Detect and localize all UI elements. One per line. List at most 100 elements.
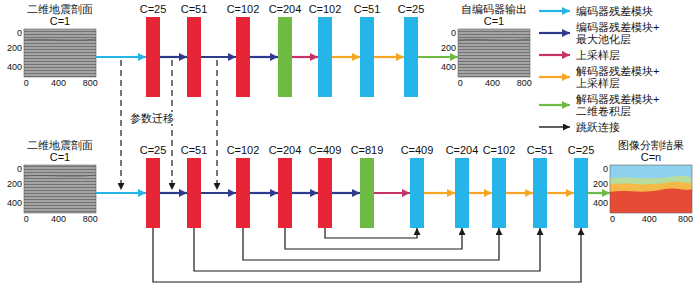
axis-tick: 800 xyxy=(83,214,98,224)
segmentation-result xyxy=(610,165,692,213)
channel-count: C=409 xyxy=(401,144,434,156)
seismic-section xyxy=(24,165,96,213)
panel-title: 自编码器输出 xyxy=(461,3,527,15)
panel-title: 图像分割结果 xyxy=(618,139,684,151)
flow-arrow xyxy=(332,192,360,194)
skip-connection xyxy=(285,228,462,249)
feature-block: C=409 xyxy=(410,158,424,228)
channel-count: C=819 xyxy=(351,144,384,156)
image-frame xyxy=(610,165,692,213)
channel-count: C=102 xyxy=(483,144,516,156)
channel-count: C=1 xyxy=(484,15,505,27)
flow-arrow xyxy=(292,192,318,194)
panel-title: 二维地震剖面 xyxy=(27,3,93,15)
legend-arrow xyxy=(538,121,572,133)
legend-arrow-line xyxy=(539,104,570,106)
legend-text: 跳跃连接 xyxy=(576,121,620,133)
feature-block: C=204 xyxy=(455,158,469,228)
flow-arrow xyxy=(418,56,458,58)
channel-count: C=204 xyxy=(446,144,479,156)
channel-count: C=1 xyxy=(50,15,71,27)
channel-count: C=102 xyxy=(227,3,260,15)
feature-block: C=409 xyxy=(318,158,332,228)
axis-tick: 0 xyxy=(451,28,456,38)
axis-tick: 400 xyxy=(485,78,500,88)
axis-tick: 0 xyxy=(24,214,29,224)
channel-count: C=25 xyxy=(398,3,425,15)
axis-tick: 200 xyxy=(7,43,22,53)
axis-tick: 400 xyxy=(642,214,657,224)
seismic-image xyxy=(24,29,96,77)
layer-band xyxy=(610,189,692,213)
axis-tick: 200 xyxy=(593,179,608,189)
axis-tick: 400 xyxy=(51,78,66,88)
channel-count: C=102 xyxy=(227,144,260,156)
feature-block: C=25 xyxy=(146,17,160,97)
axis-tick: 400 xyxy=(7,62,22,72)
legend-text: 解码器残差模块+ 二维卷积层 xyxy=(576,93,696,117)
channel-count: C=51 xyxy=(181,144,208,156)
transfer-note: 参数迁移 xyxy=(128,112,176,124)
flow-arrow xyxy=(250,56,278,58)
feature-block: C=25 xyxy=(404,17,418,97)
feature-block: C=51 xyxy=(187,158,201,228)
image-panel: 图像分割结果C=n xyxy=(610,139,692,213)
legend-arrow-line xyxy=(539,32,570,34)
axis-tick: 0 xyxy=(24,78,29,88)
seismic-reflector xyxy=(458,39,530,40)
legend-text: 编码器残差模块+ 最大池化层 xyxy=(576,21,696,45)
feature-block: C=25 xyxy=(146,158,160,228)
layer-band xyxy=(610,165,692,213)
parameter-transfer-lines xyxy=(121,60,217,190)
flow-arrow xyxy=(292,56,318,58)
skip-connection xyxy=(153,228,581,282)
skip-connection xyxy=(243,228,499,260)
axis-tick: 800 xyxy=(678,214,693,224)
channel-count: C=n xyxy=(641,151,662,163)
image-panel: 自编码器输出C=1 xyxy=(458,3,530,77)
feature-block: C=204 xyxy=(278,158,292,228)
legend-text: 编码器残差模块 xyxy=(576,5,653,17)
seismic-reflector xyxy=(24,175,96,176)
feature-block: C=819 xyxy=(360,158,374,228)
feature-block: C=204 xyxy=(278,17,292,97)
channel-count: C=51 xyxy=(527,144,554,156)
autoencoder-output xyxy=(458,29,530,77)
axis-tick: 400 xyxy=(441,62,456,72)
axis-tick: 0 xyxy=(17,164,22,174)
flow-arrow xyxy=(160,192,187,194)
legend-arrow xyxy=(538,5,572,17)
flow-arrow xyxy=(374,56,404,58)
axis-tick: 800 xyxy=(517,78,532,88)
channel-count: C=102 xyxy=(309,3,342,15)
image-panel: 二维地震剖面C=1 xyxy=(24,139,96,213)
seismic-reflector xyxy=(24,39,96,40)
axis-tick: 400 xyxy=(593,198,608,208)
feature-block: C=102 xyxy=(236,158,250,228)
skip-connection xyxy=(194,228,540,271)
legend-arrow xyxy=(538,71,572,83)
legend-arrow-line xyxy=(539,10,570,12)
dashed-arrow xyxy=(120,60,121,190)
flow-arrow xyxy=(469,192,492,194)
channel-count: C=204 xyxy=(269,3,302,15)
channel-count: C=25 xyxy=(140,3,167,15)
flow-arrow xyxy=(506,192,533,194)
channel-count: C=51 xyxy=(181,3,208,15)
legend-arrow xyxy=(538,49,572,61)
channel-count: C=25 xyxy=(568,144,595,156)
axis-tick: 0 xyxy=(17,28,22,38)
feature-block: C=102 xyxy=(236,17,250,97)
legend-arrow xyxy=(538,27,572,39)
layer-band xyxy=(610,182,692,213)
axis-tick: 0 xyxy=(610,214,615,224)
skip-connection xyxy=(325,228,417,238)
flow-arrow xyxy=(424,192,455,194)
flow-arrow xyxy=(201,56,236,58)
legend-arrow xyxy=(538,99,572,111)
channel-count: C=409 xyxy=(309,144,342,156)
channel-count: C=204 xyxy=(269,144,302,156)
feature-block: C=51 xyxy=(187,17,201,97)
legend-arrow-line xyxy=(539,76,570,78)
